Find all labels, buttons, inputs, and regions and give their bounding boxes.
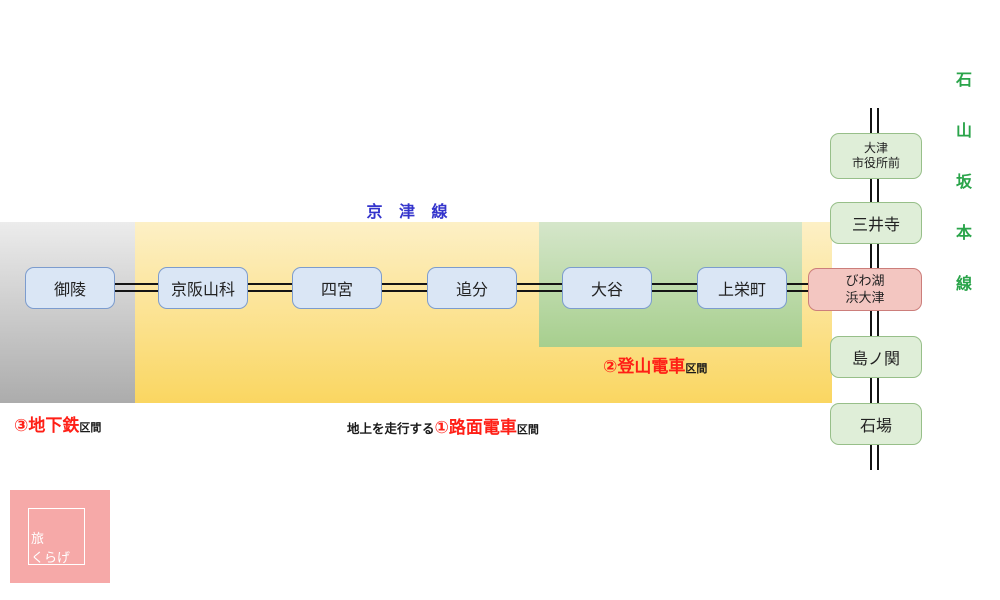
- mountain-section-label-suffix: 区間: [685, 363, 708, 375]
- sakamoto-label-char: 本: [956, 225, 973, 242]
- logo-text-line1: 旅: [31, 531, 45, 546]
- subway-section-label-suffix: 区間: [79, 422, 102, 434]
- station-miidera: 三井寺: [830, 202, 922, 244]
- station-otani: 大谷: [562, 267, 652, 309]
- sakamoto-line-label: 石 山 坂 本 線: [956, 66, 972, 294]
- station-otsu-shiyakushomae: 大津 市役所前: [830, 133, 922, 179]
- station-keihan-yamashina: 京阪山科: [158, 267, 248, 309]
- tram-section-label-prefix: 地上を走行する: [347, 422, 435, 436]
- sakamoto-label-char: 山: [956, 123, 973, 140]
- subway-section-zone: [0, 222, 135, 403]
- tram-section-label-suffix: 区間: [516, 424, 539, 436]
- station-kamisakaemachi: 上栄町: [697, 267, 787, 309]
- sakamoto-label-char: 線: [956, 276, 973, 293]
- logo-text-line2: くらげ: [31, 549, 71, 565]
- station-shimanoseki: 島ノ関: [830, 336, 922, 378]
- tram-section-label-main: ①路面電車: [434, 418, 517, 437]
- keishin-line-label: 京 津 線: [366, 204, 454, 221]
- logo-text: 旅 くらげ: [31, 530, 70, 568]
- station-shinomiya: 四宮: [292, 267, 382, 309]
- mountain-section-label-main: ②登山電車: [603, 357, 686, 376]
- station-name-line2: 浜大津: [845, 289, 885, 305]
- subway-section-label-main: ③地下鉄: [14, 416, 80, 435]
- logo-frame: [28, 508, 85, 565]
- station-ishiba: 石場: [830, 403, 922, 445]
- subway-section-label: ③地下鉄区間: [14, 411, 101, 436]
- station-misasagi: 御陵: [25, 267, 115, 309]
- sakamoto-label-char: 坂: [956, 174, 973, 191]
- mountain-section-label: ②登山電車区間: [603, 352, 707, 377]
- sakamoto-label-char: 石: [956, 72, 973, 89]
- tabikurage-logo: 旅 くらげ: [10, 490, 110, 583]
- tram-section-label: 地上を走行する①路面電車区間: [347, 413, 539, 438]
- station-name-line2: 市役所前: [851, 156, 900, 170]
- station-name-line1: びわ湖: [845, 273, 885, 289]
- station-biwako-hamaotsu: びわ湖 浜大津: [808, 268, 922, 311]
- station-oiwake: 追分: [427, 267, 517, 309]
- station-name-line1: 大津: [863, 141, 888, 155]
